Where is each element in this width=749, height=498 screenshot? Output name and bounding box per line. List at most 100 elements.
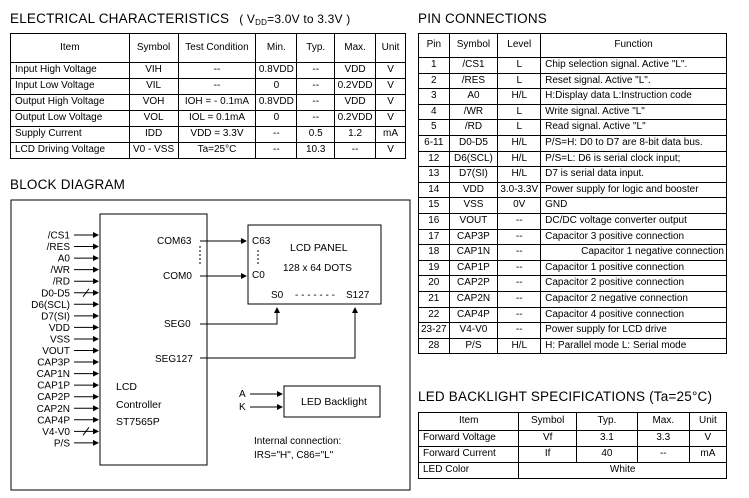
input-pin-label: /WR [51,265,70,276]
cond-open: ( V [239,12,256,26]
input-pin-label: D6(SCL) [31,300,70,311]
internal-connection-2: IRS="H", C86="L" [254,450,334,461]
c63-label: C63 [252,236,271,247]
controller-label-3: ST7565P [116,416,160,428]
input-pin-label: CAP2P [37,392,70,403]
electrical-title-text: ELECTRICAL CHARACTERISTICS [10,11,230,26]
input-pins: /CS1/RESA0/WR/RDD0-D5D6(SCL)D7(SI)VDDVSS… [31,231,99,449]
s-dash: - - - - - - - [295,290,335,301]
s127-label: S127 [346,290,370,301]
electrical-header: Test Condition [177,33,257,63]
seg127-line [200,307,358,359]
electrical-cell: LCD Driving Voltage [10,142,130,159]
input-pin-label: A0 [58,254,71,265]
electrical-cell: -- [255,142,298,159]
input-pin-label: D7(SI) [41,311,70,322]
seg0-label: SEG0 [164,319,191,330]
electrical-title: ELECTRICAL CHARACTERISTICS ( VDD=3.0V to… [10,11,351,27]
electrical-header: Symbol [128,33,179,63]
input-pin-label: CAP1N [37,369,70,380]
c0-label: C0 [252,270,265,281]
pins-title: PIN CONNECTIONS [418,11,548,26]
backlight-box [283,385,381,418]
electrical-cell: -- [334,142,377,159]
cond-sub: DD [255,18,268,27]
input-pin-label: CAP3P [37,358,70,369]
input-pin-label: CAP2N [37,404,70,415]
lcd-panel-box [247,224,382,305]
bus-slash [82,427,90,436]
controller-label-1: LCD [116,381,137,393]
led-cell: White [518,462,727,479]
electrical-cell: V [375,142,406,159]
electrical-cell: V0 - VSS [128,142,179,159]
electrical-cell: Ta=25°C [177,142,257,159]
electrical-header: Unit [375,33,406,63]
panel-dots: 128 x 64 DOTS [283,263,352,274]
internal-connection-1: Internal connection: [254,436,341,447]
electrical-cell: V [375,110,406,127]
anode-label: A [239,389,246,400]
com63-label: COM63 [157,236,192,247]
seg0-line [200,307,280,325]
input-pin-label: V4-V0 [42,427,70,438]
electrical-cell: 10.3 [296,142,336,159]
input-pin-label: /RD [53,277,70,288]
seg127-label: SEG127 [155,354,193,365]
pin-header: Level [497,33,542,58]
s0-label: S0 [271,290,284,301]
input-pin-label: /RES [47,242,71,253]
panel-title: LCD PANEL [290,242,348,254]
input-pin-label: CAP1P [37,381,70,392]
input-pin-label: P/S [54,438,70,449]
electrical-header: Max. [334,33,377,63]
cathode-label: K [239,402,246,413]
pin-cell: H: Parallel mode L: Serial mode [540,337,727,355]
input-pin-label: CAP4P [37,415,70,426]
input-pin-label: VSS [50,334,70,345]
controller-box [99,213,208,466]
input-pin-label: D0-D5 [41,288,70,299]
input-pin-label: VOUT [42,346,70,357]
com0-label: COM0 [163,271,192,282]
block-title: BLOCK DIAGRAM [10,177,126,192]
controller-label-2: Controller [116,399,162,411]
cond-rest: =3.0V to 3.3V ) [267,12,351,26]
bus-slash [82,288,90,298]
input-pin-label: VDD [49,323,70,334]
led-title: LED BACKLIGHT SPECIFICATIONS (Ta=25°C) [418,389,713,404]
electrical-condition: ( VDD=3.0V to 3.3V ) [239,12,351,27]
backlight-label: LED Backlight [301,396,367,408]
led-cell: LED Color [417,462,520,479]
pin-header: Function [540,33,727,58]
block-frame [10,199,411,491]
